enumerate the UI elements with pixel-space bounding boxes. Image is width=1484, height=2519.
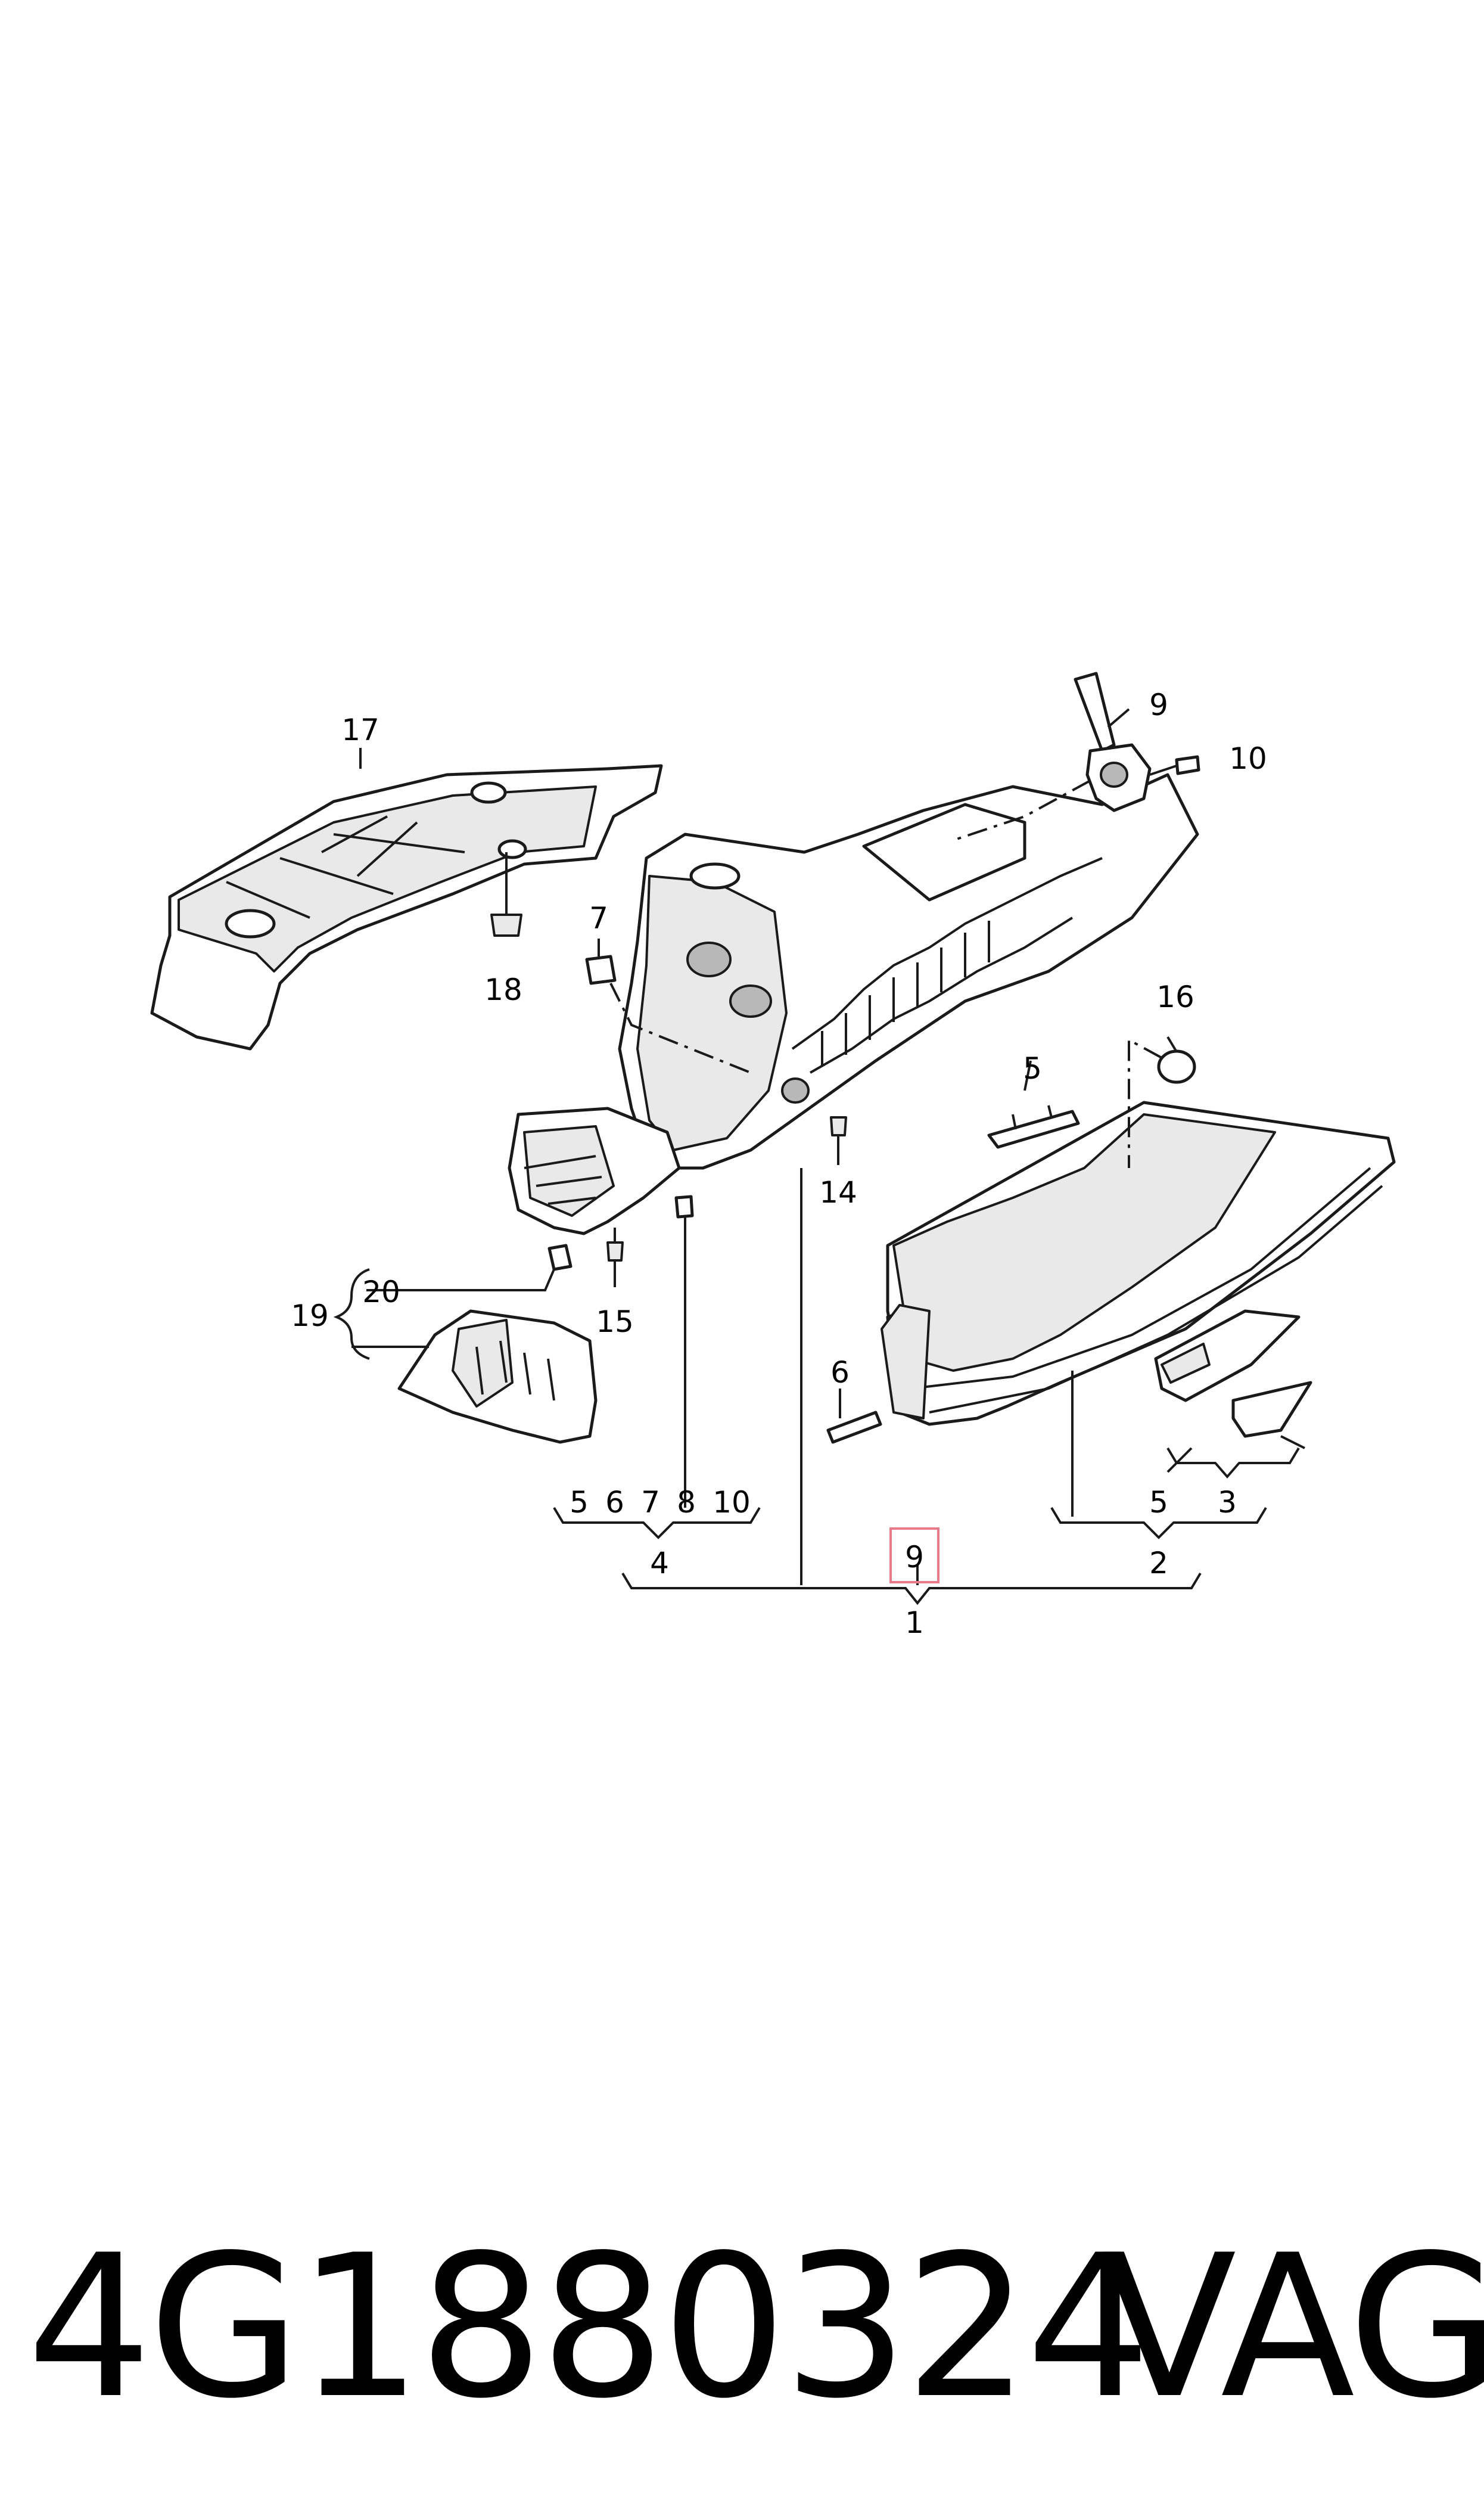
callout-4: 4 xyxy=(650,1546,669,1580)
callout-6: 6 xyxy=(830,1355,850,1390)
part-16-cap xyxy=(1128,1038,1196,1168)
part-7-clip xyxy=(585,955,751,1074)
callout-19: 19 xyxy=(291,1299,329,1333)
group4-10: 10 xyxy=(713,1485,751,1520)
callout-9-highlighted: 9 xyxy=(905,1540,924,1574)
group2-5: 5 xyxy=(1149,1485,1168,1520)
part-3-inserts xyxy=(1154,1309,1312,1473)
part-14-screw xyxy=(830,1116,847,1165)
leader-lines xyxy=(333,708,1300,1605)
group2-3: 3 xyxy=(1218,1485,1237,1520)
group4-5: 5 xyxy=(570,1485,589,1520)
callout-10-top: 10 xyxy=(1229,741,1267,776)
part-2-glovebox xyxy=(881,1101,1396,1426)
highlight-box xyxy=(889,1527,939,1583)
callout-1: 1 xyxy=(905,1605,924,1640)
callout-5-mid: 5 xyxy=(1023,1051,1042,1086)
callout-15: 15 xyxy=(596,1304,634,1339)
part-1-carrier xyxy=(508,773,1199,1235)
callout-7: 7 xyxy=(589,901,608,936)
callout-16: 16 xyxy=(1156,980,1194,1014)
callout-labels: 17 18 7 9 10 16 5 14 15 20 19 6 5 6 7 8 … xyxy=(291,688,1267,1640)
callout-2: 2 xyxy=(1149,1546,1168,1580)
part-8-clip xyxy=(674,1195,694,1508)
group4-7: 7 xyxy=(641,1485,660,1520)
brand-name: VAG xyxy=(1102,2213,1484,2442)
part-9-latch xyxy=(953,672,1200,841)
group4-6: 6 xyxy=(605,1485,624,1520)
part-5-bracket xyxy=(987,1105,1080,1149)
callout-9-top: 9 xyxy=(1149,688,1168,722)
part-19-cover xyxy=(397,1244,598,1444)
part-15-screw xyxy=(606,1228,624,1287)
part-number: 4G1880324 xyxy=(27,2213,1151,2442)
callout-18: 18 xyxy=(484,973,522,1007)
part-6-pin xyxy=(826,1389,882,1444)
part-17-upper-panel xyxy=(150,764,663,1051)
callout-20: 20 xyxy=(362,1275,400,1309)
callout-17: 17 xyxy=(341,713,379,747)
group4-8: 8 xyxy=(677,1485,696,1520)
callout-14: 14 xyxy=(819,1175,857,1210)
part-18-clip xyxy=(490,852,522,937)
